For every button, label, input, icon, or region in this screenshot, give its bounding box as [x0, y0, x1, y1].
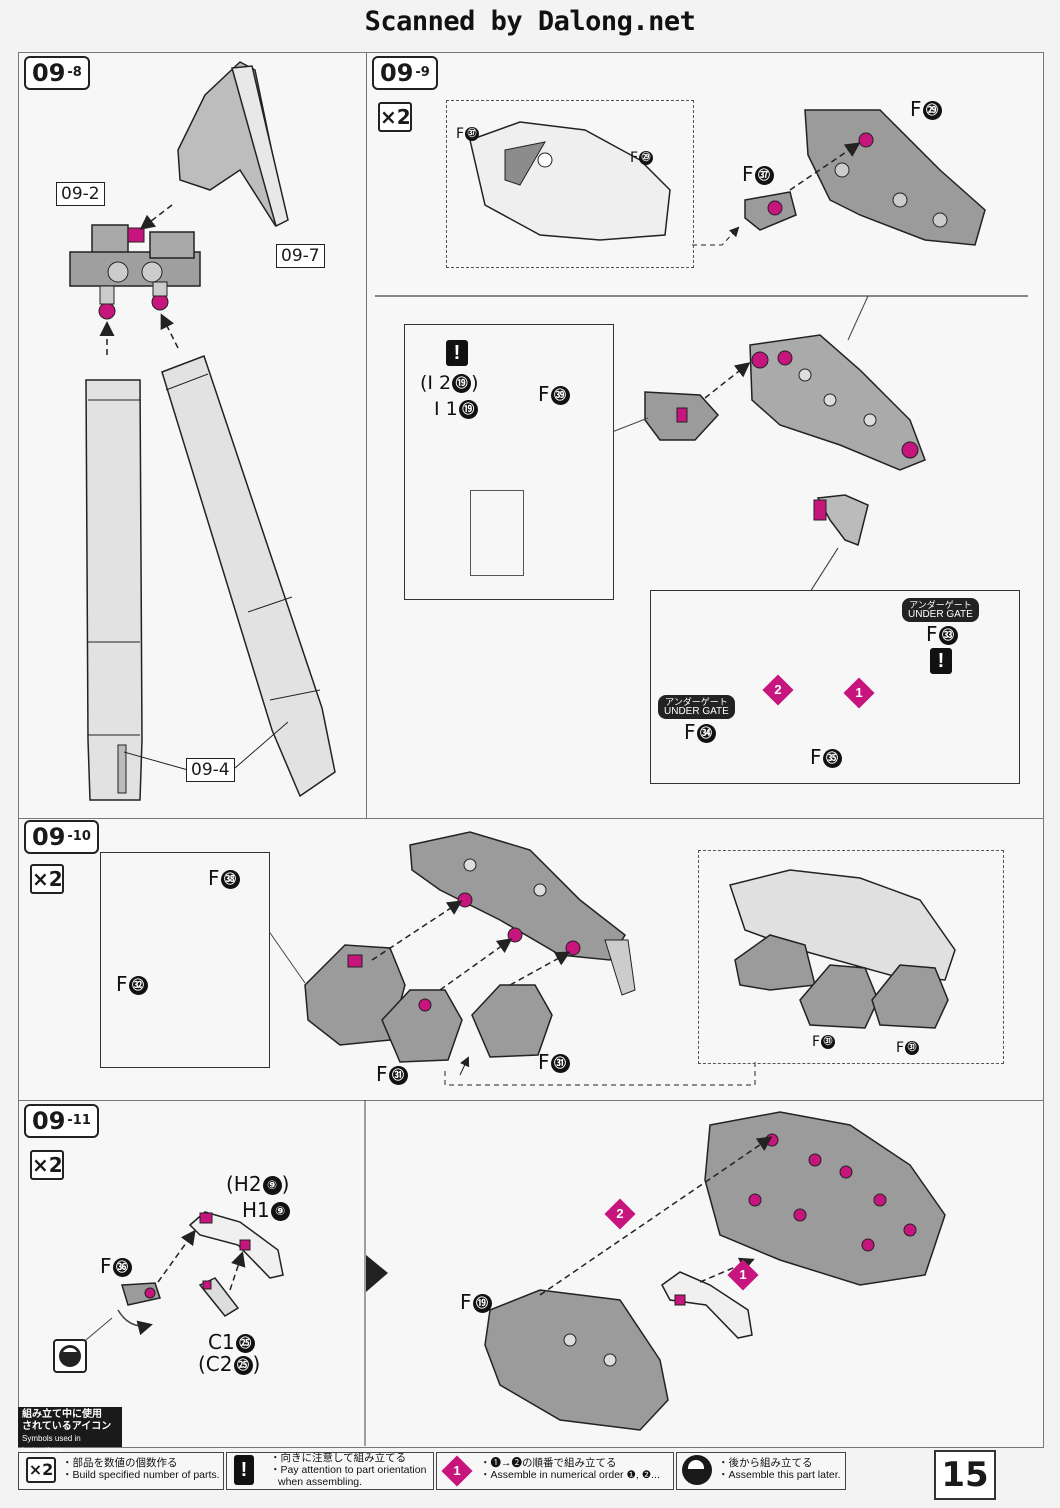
leg-frame-complete-10: [729, 869, 956, 1029]
inset-completed-leg: [698, 850, 1004, 1064]
part-f39-mounted: [644, 391, 720, 441]
legend-warning-icon: !: [234, 1455, 254, 1485]
step-order-2: 2: [762, 674, 794, 706]
long-tube-left: [85, 379, 143, 801]
step-tag-09-9: 09-9: [372, 56, 438, 90]
legend-title-jp-1: 組み立て中に使用: [22, 1409, 102, 1420]
legend-title-box: 組み立て中に使用 されているアイコン Symbols used in instr…: [18, 1407, 122, 1455]
step-tag-09-11: 09-11: [24, 1104, 99, 1138]
legend-later-text: ・後から組み立てる・Assemble this part later.: [718, 1457, 841, 1481]
step-tag-sub: -8: [67, 65, 82, 80]
inset-i1-box: [470, 490, 524, 576]
legend-back-assembly-icon: [682, 1455, 712, 1485]
page-number: 15: [934, 1450, 996, 1500]
part-f31-mounted-b: [471, 984, 553, 1058]
legend-orientation-text: ・向きに注意して組み立てる・Pay attention to part orie…: [270, 1452, 427, 1488]
callout-09-4: 09-4: [186, 758, 235, 782]
step-tag-main: 09: [32, 59, 66, 87]
part-small-joint: [813, 494, 869, 547]
inset-f32-detail: [100, 852, 270, 1068]
legend-item-orientation: [226, 1452, 434, 1490]
part-c1-pin: [198, 1277, 240, 1317]
warning-icon: !: [446, 340, 468, 366]
step-order-1: 1: [727, 1259, 759, 1291]
step-tag-sub: -9: [415, 65, 430, 80]
step-tag-main: 09: [32, 823, 66, 851]
part-f36: [121, 1282, 161, 1306]
step-tag-main: 09: [380, 59, 414, 87]
quantity-badge: ×2: [378, 102, 412, 132]
part-f37: [744, 191, 797, 231]
part-h1-mounted: [661, 1271, 753, 1339]
leg-assembly-11: [704, 1111, 946, 1286]
quantity-badge: ×2: [30, 864, 64, 894]
legend-order-text: ・❶→❷の順番で組み立てる・Assemble in numerical orde…: [480, 1457, 660, 1481]
quantity-badge: ×2: [30, 1150, 64, 1180]
shield-part: [177, 61, 289, 228]
step-tag-sub: -10: [67, 829, 91, 844]
step-order-1: 1: [843, 677, 875, 709]
callout-09-2: 09-2: [56, 182, 105, 206]
inset-f37-preview: [446, 100, 694, 268]
legend-item-order: [436, 1452, 674, 1490]
legend-quantity-icon: ×2: [26, 1457, 56, 1483]
legend-title-jp-2: されているアイコン: [22, 1421, 112, 1432]
back-assembly-icon: [53, 1339, 87, 1373]
legend-title-en: Symbols used in instructions: [22, 1434, 81, 1455]
torso-frame-f19: [484, 1289, 669, 1431]
step-tag-09-10: 09-10: [24, 820, 99, 854]
part-f29-inset: [469, 121, 671, 241]
hip-joint-block: [69, 224, 201, 320]
step-tag-sub: -11: [67, 1113, 91, 1128]
step-tag-09-8: 09-8: [24, 56, 90, 90]
legend-order-icon: 1: [441, 1455, 473, 1487]
step-order-2: 2: [604, 1198, 636, 1230]
part-f32-mounted: [304, 944, 406, 1046]
part-f29-large: [804, 109, 986, 246]
long-tube-right: [161, 355, 336, 798]
part-h1-clear: [188, 1211, 284, 1279]
callout-09-7: 09-7: [276, 244, 325, 268]
warning-icon: !: [930, 648, 952, 674]
part-f31-mounted-a: [381, 989, 463, 1063]
inset-f39-detail: [404, 324, 614, 600]
watermark: Scanned by Dalong.net: [364, 6, 696, 37]
foot-frame-assembly: [749, 334, 926, 471]
step-tag-main: 09: [32, 1107, 66, 1135]
legend-quantity-text: ・部品を数値の個数作る・Build specified number of pa…: [62, 1457, 220, 1481]
